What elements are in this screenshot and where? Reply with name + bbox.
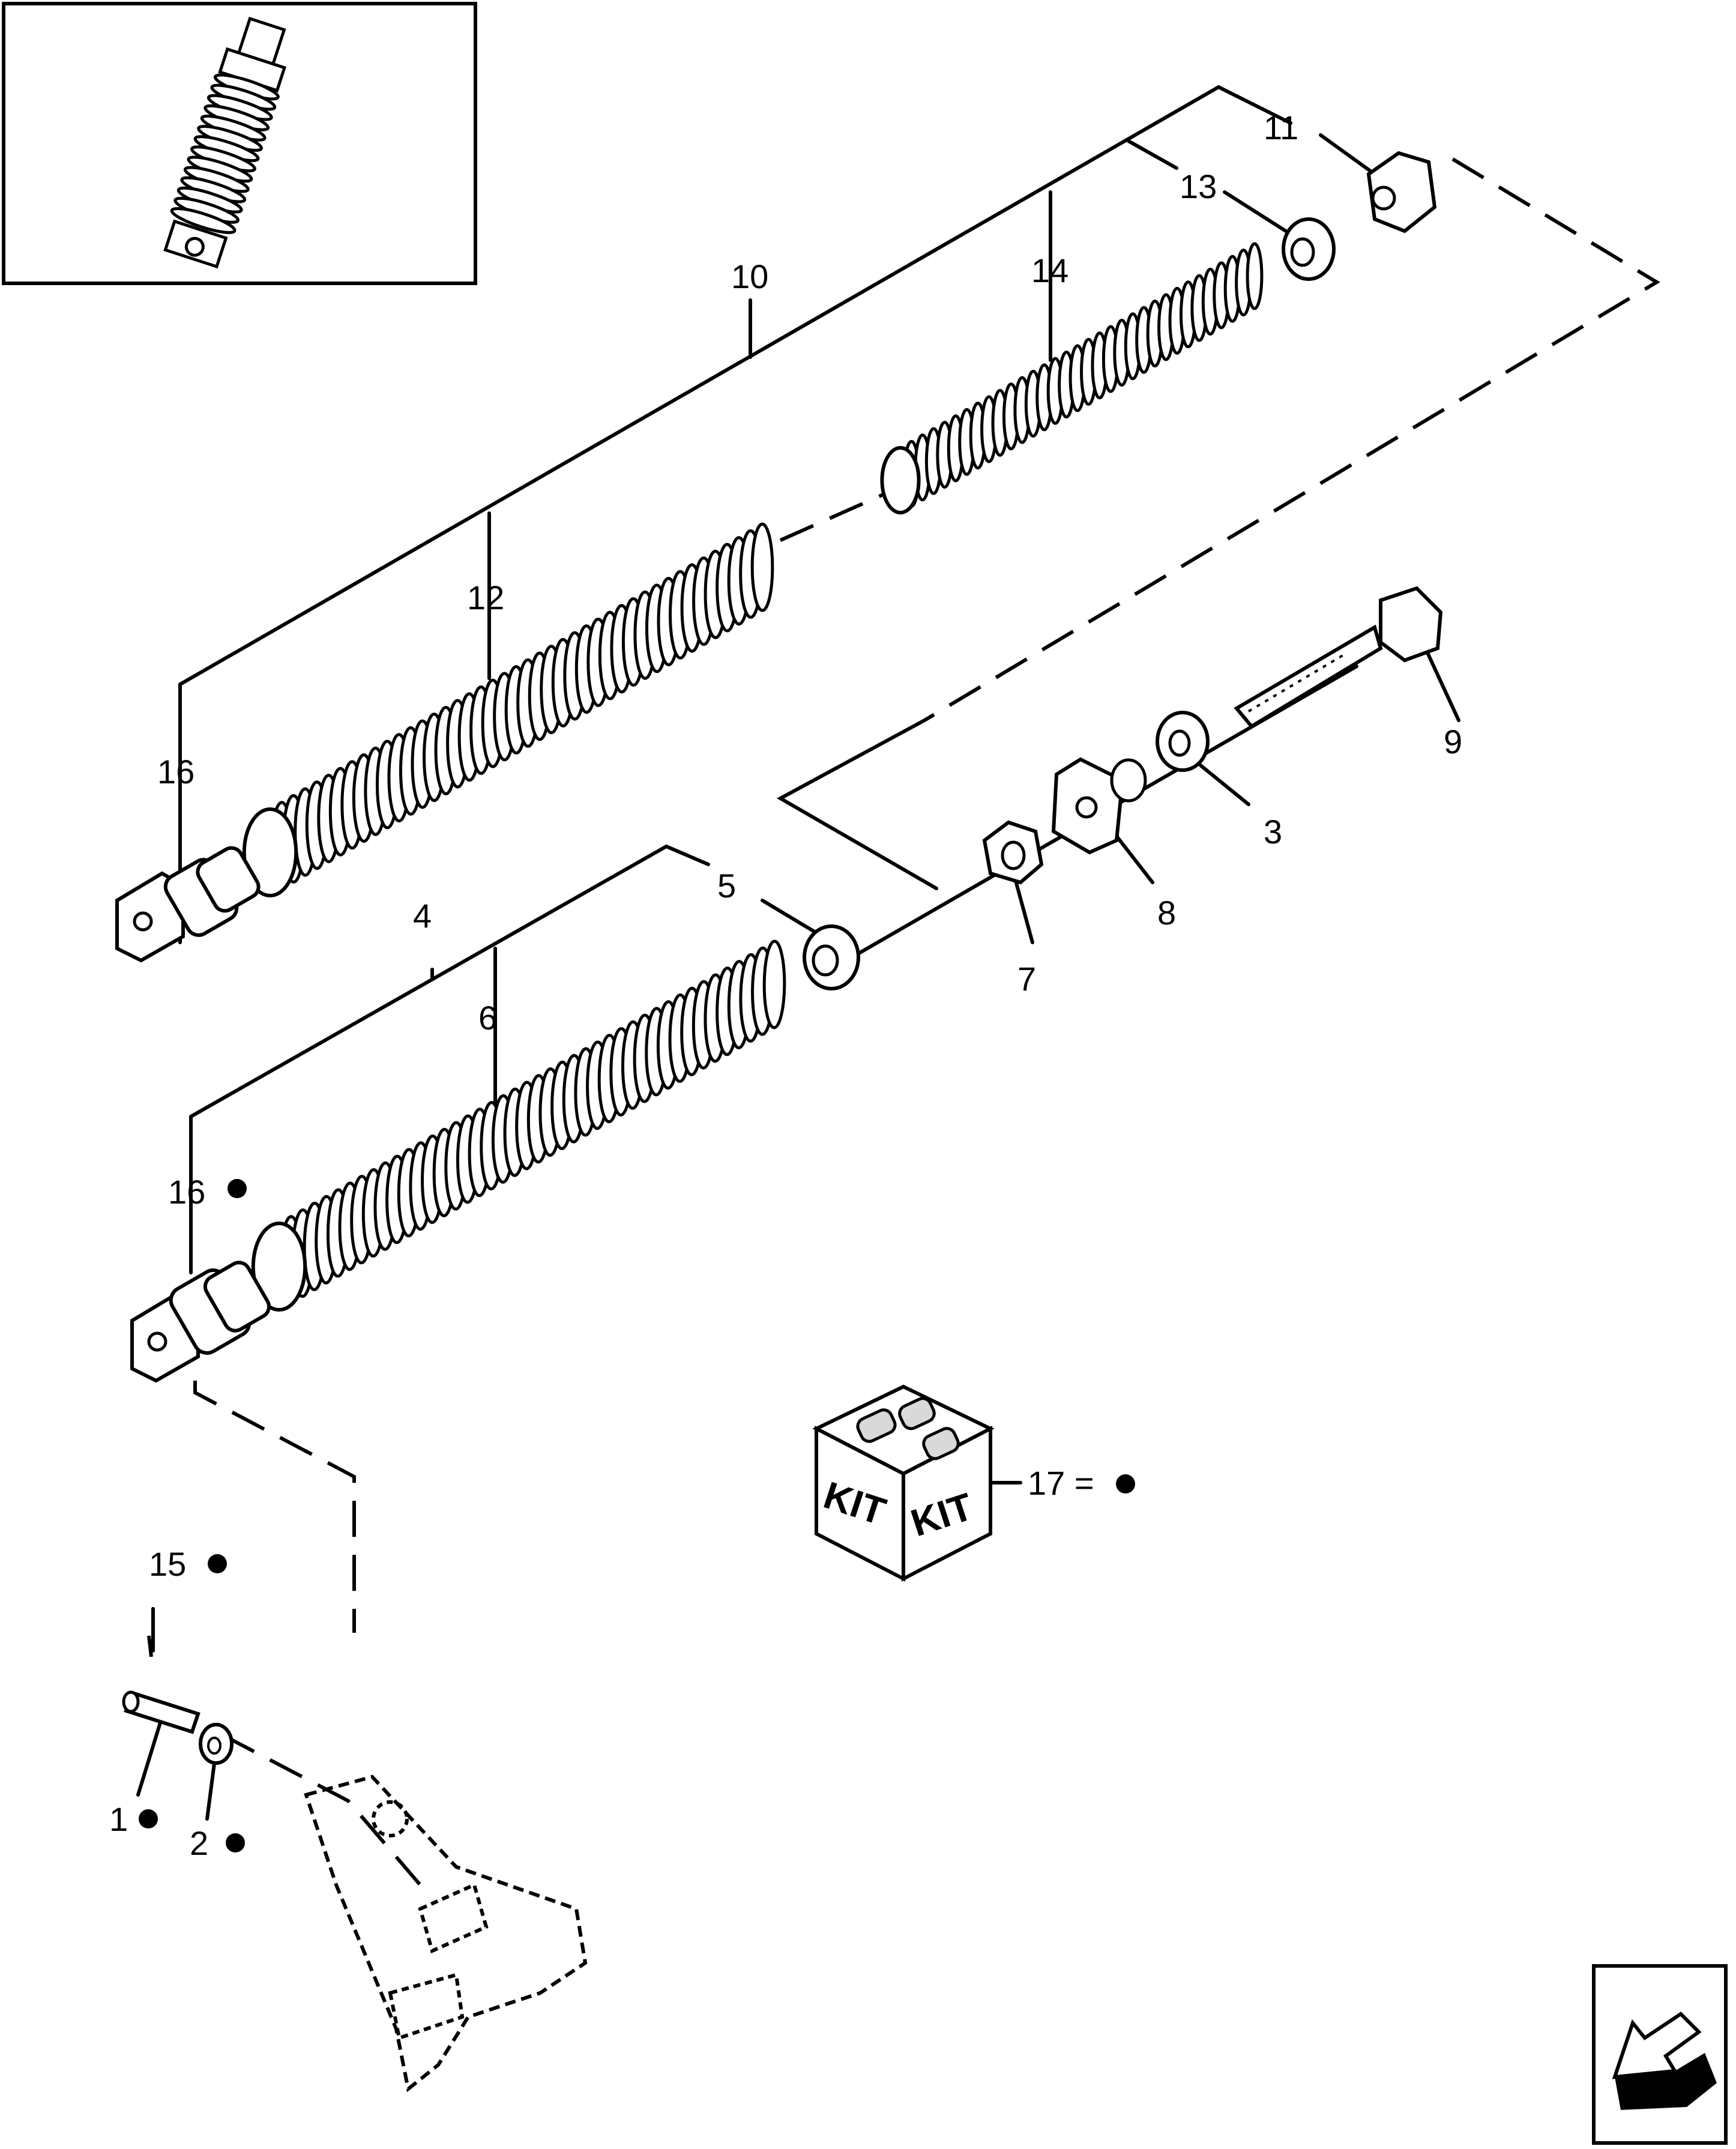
bullet-17 [1116, 1474, 1135, 1493]
callout-9: 9 [1444, 723, 1462, 761]
spring-coil [762, 939, 786, 1029]
callout-16-top: 16 [157, 753, 194, 791]
mounting-plate-icon [1051, 757, 1147, 855]
kit-item-bullets [139, 1179, 1135, 1852]
callout-2: 2 [190, 1824, 208, 1862]
callout-10: 10 [731, 258, 768, 295]
washer-icon [1156, 711, 1210, 772]
callout-3: 3 [1264, 813, 1282, 851]
callout-labels: 10 11 13 14 12 16 9 3 8 7 4 5 6 16 15 1 … [109, 109, 1462, 1862]
spring-coil [750, 522, 774, 612]
callout-4: 4 [413, 897, 432, 935]
upper-eye-mount-icon [115, 846, 261, 963]
dashed-assembly-lines [193, 157, 1660, 1886]
callout-15: 15 [149, 1545, 186, 1583]
lock-nut-icon [982, 820, 1044, 885]
callout-14: 14 [1031, 252, 1068, 289]
kit-box-icon: KIT KIT [812, 1384, 995, 1582]
hardware-parts [122, 151, 1443, 2093]
mounting-bracket-icon [304, 1774, 588, 2093]
callout-1: 1 [109, 1800, 128, 1838]
callout-6: 6 [478, 999, 497, 1037]
callout-17: 17 = [1028, 1464, 1094, 1502]
bullet-15 [208, 1554, 227, 1573]
callout-13: 13 [1180, 167, 1217, 205]
spring-end [880, 446, 921, 514]
bullet-2 [226, 1833, 245, 1852]
bolt-icon [1234, 586, 1443, 729]
callout-16-bottom: 16 [168, 1173, 205, 1211]
leader-lines [136, 85, 1460, 1821]
callout-8: 8 [1157, 894, 1176, 932]
end-cap-icon [1366, 151, 1437, 234]
spring-6-icon [251, 939, 786, 1312]
bullet-16 [228, 1179, 247, 1198]
pin-icon [122, 1635, 200, 1734]
callout-11: 11 [1264, 109, 1298, 146]
spring-group [242, 242, 1264, 1312]
nut-icon [1282, 217, 1336, 281]
thumbnail-coil [170, 206, 237, 234]
next-page-arrow-icon[interactable] [1592, 1964, 1728, 2145]
spring-14-icon [880, 242, 1264, 514]
spring-12-icon [242, 522, 774, 897]
spring-end [242, 807, 298, 897]
callout-7: 7 [1017, 960, 1036, 998]
spring-end [251, 1222, 307, 1312]
callout-12: 12 [467, 579, 504, 616]
shock-absorber-thumbnail-icon [2, 2, 477, 285]
pin-washer-icon [199, 1723, 234, 1765]
bullet-1 [139, 1809, 158, 1828]
callout-5: 5 [717, 867, 736, 905]
spring-coil [1246, 242, 1264, 310]
lower-eye-mount-icon [130, 1261, 271, 1383]
spring-nut-icon [803, 924, 860, 990]
